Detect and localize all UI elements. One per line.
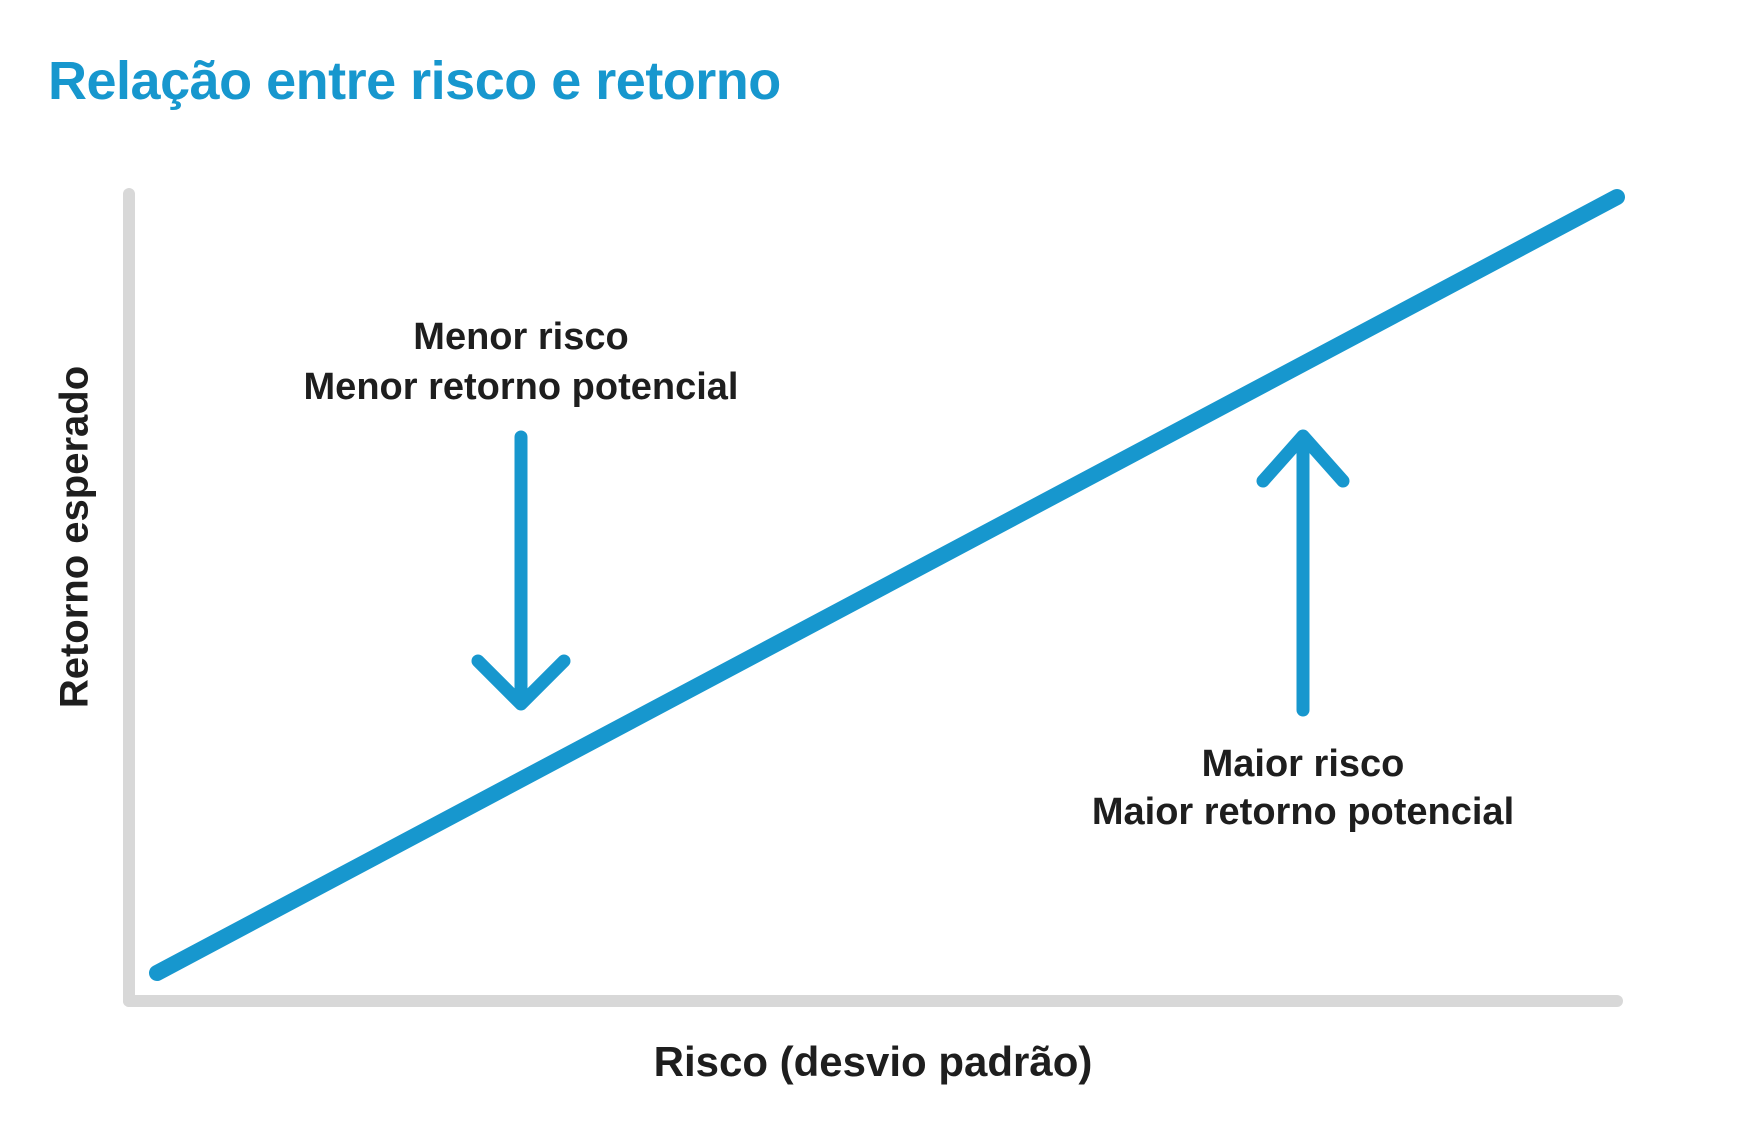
up-arrow-icon xyxy=(1256,429,1350,717)
annotation-low-risk: Menor risco Menor retorno potencial xyxy=(271,312,771,412)
y-axis xyxy=(123,188,135,1007)
annotation-low-risk-line2: Menor retorno potencial xyxy=(303,366,739,408)
annotation-high-risk-line1: Maior risco xyxy=(1201,743,1405,785)
annotation-low-risk-line1: Menor risco xyxy=(413,316,629,358)
x-axis xyxy=(123,995,1623,1007)
down-arrow-icon xyxy=(471,430,571,711)
page-title: Relação entre risco e retorno xyxy=(48,51,781,111)
x-axis-label: Risco (desvio padrão) xyxy=(653,1038,1093,1085)
y-axis-label: Retorno esperado xyxy=(52,365,97,709)
annotation-high-risk: Maior risco Maior retorno potencial xyxy=(1053,740,1553,836)
annotation-high-risk-line2: Maior retorno potencial xyxy=(1091,791,1515,833)
